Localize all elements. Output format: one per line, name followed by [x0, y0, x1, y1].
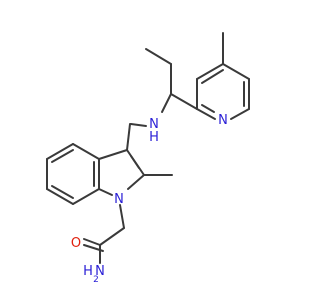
bond: [222, 63, 250, 80]
bond-double: [51, 185, 74, 199]
bond: [196, 63, 224, 80]
amine-hydrogen-label: H: [149, 130, 159, 145]
carbonyl-oxygen-label: O: [71, 236, 81, 251]
amide-subscript-label: 2: [93, 275, 99, 285]
bond: [72, 143, 100, 160]
indole-nitrogen-label: N: [114, 192, 124, 207]
bond: [119, 204, 125, 229]
bond: [130, 123, 147, 127]
bond: [98, 188, 113, 196]
bond: [127, 174, 145, 190]
bond-double: [130, 155, 140, 169]
bond-double: [201, 104, 215, 113]
pyridine-ring: [196, 63, 250, 120]
bond-double: [201, 69, 224, 84]
bond: [170, 93, 198, 110]
amine-nitrogen-label: N: [149, 117, 159, 132]
bond: [230, 108, 250, 120]
amide-hydrogen-label: H: [83, 264, 93, 279]
bond: [46, 143, 74, 160]
molecule-structure-diagram: N N H N O H N 2: [46, 32, 250, 285]
bond: [126, 123, 131, 151]
bond: [161, 93, 172, 113]
bond: [145, 48, 172, 65]
pyridine-nitrogen-label: N: [218, 113, 228, 128]
bond: [99, 227, 125, 246]
bond-double: [83, 238, 101, 246]
bond: [98, 149, 128, 160]
amide-nitrogen-label: N: [95, 264, 105, 279]
pyrrole-ring: [98, 149, 145, 196]
bond-double: [51, 149, 74, 163]
bond: [46, 188, 74, 205]
bond: [72, 188, 100, 205]
benzene-ring: [46, 143, 100, 205]
bond: [196, 108, 216, 120]
